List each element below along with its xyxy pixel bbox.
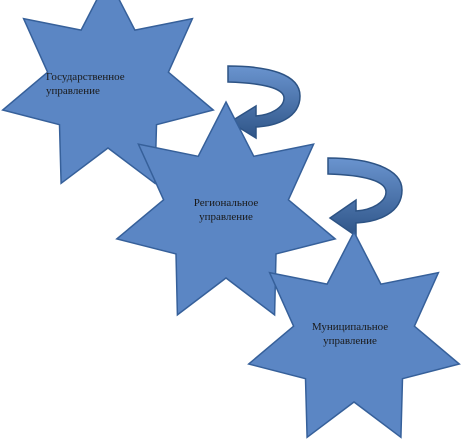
curved-arrow-icon	[327, 157, 403, 238]
level-label-line: Государственное	[46, 71, 125, 83]
stars-group	[1, 0, 461, 439]
level-label-line: управление	[323, 335, 377, 347]
curved-arrow-body	[327, 157, 403, 238]
star-regional	[115, 100, 337, 317]
curved-arrow-body	[227, 65, 301, 140]
level-label-state: Государственное управление	[46, 70, 166, 98]
level-label-municipal: Муниципальное управление	[290, 320, 410, 348]
level-label-line: Муниципальное	[311, 321, 389, 333]
curved-arrow-icon	[227, 65, 301, 140]
level-label-line: управление	[46, 85, 100, 97]
level-label-line: управление	[199, 211, 253, 223]
level-label-line: Региональное	[193, 197, 259, 209]
level-label-regional: Региональное управление	[166, 196, 286, 224]
star-municipal	[247, 230, 461, 439]
star-state	[1, 0, 215, 185]
